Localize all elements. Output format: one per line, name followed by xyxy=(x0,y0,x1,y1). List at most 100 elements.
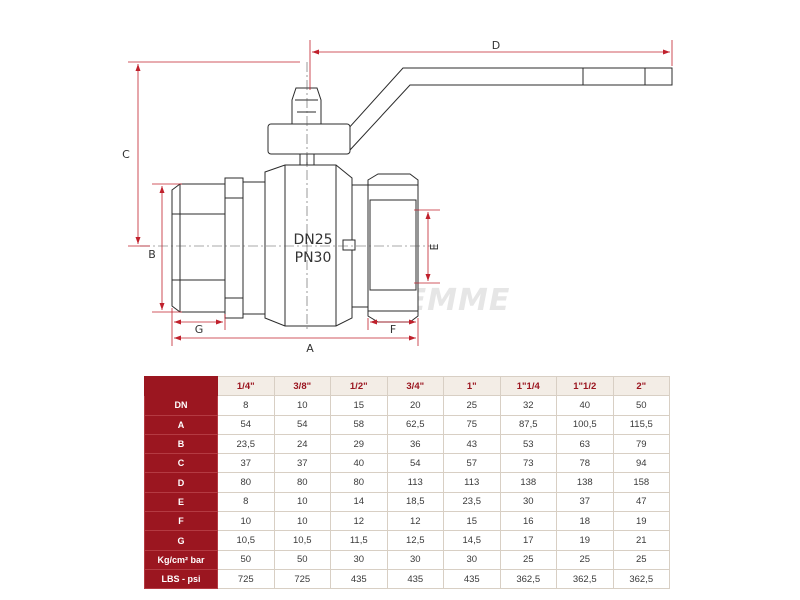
table-cell: 57 xyxy=(443,453,501,474)
table-cell: 50 xyxy=(217,549,275,570)
table-cell: 79 xyxy=(612,433,670,455)
table-cell: 12 xyxy=(330,511,388,532)
table-cell: 62,5 xyxy=(386,414,444,435)
table-cell: 54 xyxy=(273,414,331,435)
table-cell: 87,5 xyxy=(499,414,557,435)
valve-outline xyxy=(171,67,673,327)
table-cell: 75 xyxy=(443,414,501,435)
table-cell: 10 xyxy=(217,511,275,532)
center-lines xyxy=(140,62,440,332)
table-corner xyxy=(144,375,218,397)
table-cell: 362,5 xyxy=(556,568,614,590)
table-cell: 8 xyxy=(217,491,275,513)
table-header-row: 1/4" 3/8" 1/2" 3/4" 1" 1"1/4 1"1/2 2" xyxy=(144,375,670,397)
table-cell: 158 xyxy=(612,472,670,493)
table-cell: 17 xyxy=(499,530,557,551)
table-cell: 435 xyxy=(386,568,444,590)
specification-table: 1/4" 3/8" 1/2" 3/4" 1" 1"1/4 1"1/2 2" DN… xyxy=(144,375,670,590)
table-cell: 725 xyxy=(273,568,331,590)
row-label: A xyxy=(144,414,218,435)
row-label: F xyxy=(144,511,218,532)
table-cell: 37 xyxy=(556,491,614,513)
table-cell: 8 xyxy=(217,395,275,416)
table-cell: 29 xyxy=(330,433,388,455)
dim-label-f: F xyxy=(390,323,396,336)
valve-body xyxy=(264,164,353,327)
table-cell: 21 xyxy=(612,530,670,551)
table-cell: 15 xyxy=(443,511,501,532)
table-cell: 113 xyxy=(386,472,444,493)
table-cell: 23,5 xyxy=(217,433,275,455)
dim-label-b: B xyxy=(148,248,156,261)
size-header: 1"1/4 xyxy=(499,375,557,397)
table-cell: 16 xyxy=(499,511,557,532)
table-cell: 40 xyxy=(330,453,388,474)
row-label: G xyxy=(144,530,218,551)
table-cell: 18,5 xyxy=(386,491,444,513)
table-cell: 25 xyxy=(556,549,614,570)
table-cell: 25 xyxy=(443,395,501,416)
table-cell: 19 xyxy=(612,511,670,532)
row-label: LBS - psi xyxy=(144,568,218,590)
body-marking-pn: PN30 xyxy=(295,250,332,266)
table-cell: 30 xyxy=(443,549,501,570)
table-cell: 25 xyxy=(612,549,670,570)
dim-label-g: G xyxy=(195,323,204,336)
size-header: 1/2" xyxy=(330,375,388,397)
table-cell: 78 xyxy=(556,453,614,474)
size-header: 1"1/2 xyxy=(556,375,614,397)
row-label: B xyxy=(144,433,218,455)
table-cell: 30 xyxy=(499,491,557,513)
table-cell: 10 xyxy=(273,491,331,513)
row-label: Kg/cm² bar xyxy=(144,549,218,570)
table-cell: 54 xyxy=(386,453,444,474)
table-cell: 14 xyxy=(330,491,388,513)
table-cell: 10,5 xyxy=(273,530,331,551)
dim-label-d: D xyxy=(492,39,500,52)
table-cell: 12 xyxy=(386,511,444,532)
table-cell: 138 xyxy=(556,472,614,493)
row-label: E xyxy=(144,491,218,513)
table-cell: 435 xyxy=(443,568,501,590)
table-cell: 25 xyxy=(499,549,557,570)
lever-base xyxy=(267,123,351,155)
table-cell: 94 xyxy=(612,453,670,474)
valve-technical-drawing: TIEMME xyxy=(122,39,673,355)
table-cell: 30 xyxy=(386,549,444,570)
row-label: DN xyxy=(144,395,218,416)
size-header: 3/8" xyxy=(273,375,331,397)
row-label: D xyxy=(144,472,218,493)
table-cell: 37 xyxy=(273,453,331,474)
table-cell: 73 xyxy=(499,453,557,474)
table-cell: 15 xyxy=(330,395,388,416)
table-cell: 14,5 xyxy=(443,530,501,551)
table-cell: 40 xyxy=(556,395,614,416)
table-cell: 362,5 xyxy=(612,568,670,590)
table-cell: 32 xyxy=(499,395,557,416)
table-cell: 47 xyxy=(612,491,670,513)
table-cell: 10,5 xyxy=(217,530,275,551)
dim-label-c: C xyxy=(122,148,130,161)
table-cell: 115,5 xyxy=(612,414,670,435)
table-cell: 11,5 xyxy=(330,530,388,551)
table-cell: 435 xyxy=(330,568,388,590)
table-cell: 63 xyxy=(556,433,614,455)
table-cell: 24 xyxy=(273,433,331,455)
size-header: 1/4" xyxy=(217,375,275,397)
size-header: 2" xyxy=(612,375,670,397)
table-cell: 53 xyxy=(499,433,557,455)
left-hex xyxy=(224,177,244,319)
stem-nut xyxy=(291,87,322,125)
dimension-labels: D C B E G F A xyxy=(122,39,500,355)
table-cell: 50 xyxy=(273,549,331,570)
